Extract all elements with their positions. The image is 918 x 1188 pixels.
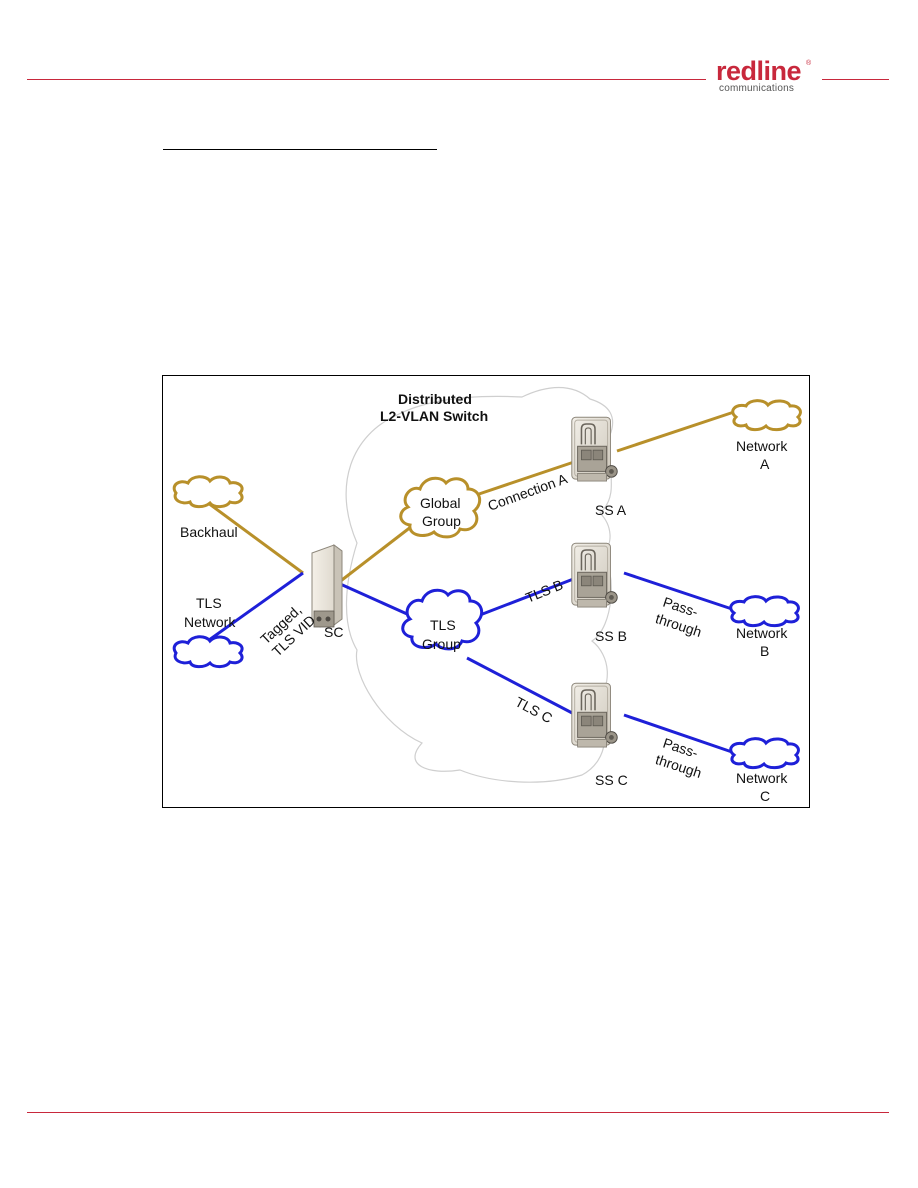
tls-network-label-line1: TLS <box>196 595 222 611</box>
network-c-letter: C <box>760 788 770 804</box>
network-b-label: Network <box>736 625 788 641</box>
ss-c-network-c-line <box>623 713 733 754</box>
tls-group-label-line1: TLS <box>430 617 456 633</box>
network-b-cloud <box>729 595 800 628</box>
network-a-letter: A <box>760 456 770 472</box>
header-rule-right <box>822 79 889 80</box>
logo-subtitle: communications <box>719 83 795 94</box>
tls-c-label: TLS C <box>513 694 556 727</box>
diagram-frame <box>162 375 810 808</box>
ss-c-device <box>571 682 619 748</box>
tls-b-label: TLS B <box>523 576 565 605</box>
ss-c-label: SS C <box>595 772 628 788</box>
ss-a-device <box>571 416 619 482</box>
ss-b-network-b-line <box>623 571 733 611</box>
tls-network-line <box>201 571 304 647</box>
logo-registered-mark: ® <box>806 60 812 67</box>
ss-a-label: SS A <box>595 502 627 518</box>
tls-group-label-line2: Group <box>422 636 461 652</box>
ss-a-network-a-line <box>616 410 735 453</box>
tls-network-label-line2: Network <box>184 614 236 630</box>
sc-device <box>311 544 343 628</box>
network-c-label: Network <box>736 770 788 786</box>
network-diagram: Distributed L2-VLAN Switch Backhaul TLS … <box>172 387 802 804</box>
global-group-label-line1: Global <box>420 495 460 511</box>
tls-b-line <box>479 576 577 617</box>
logo-wordmark: redline <box>716 56 802 86</box>
network-b-letter: B <box>760 643 769 659</box>
backhaul-line <box>203 498 304 575</box>
footer-rule <box>27 1112 889 1113</box>
ss-b-device <box>571 542 619 608</box>
tls-group-cloud <box>401 588 484 651</box>
sc-label: SC <box>324 624 343 640</box>
global-group-cloud <box>399 476 482 539</box>
section-heading-underline <box>163 149 437 150</box>
backhaul-cloud <box>172 475 244 509</box>
tls-c-line <box>466 656 577 717</box>
global-group-label-line2: Group <box>422 513 461 529</box>
network-c-cloud <box>729 737 800 770</box>
network-a-cloud <box>731 399 802 432</box>
header-rule-left <box>27 79 706 80</box>
backhaul-label: Backhaul <box>180 524 238 540</box>
sc-global-line <box>337 521 417 585</box>
diagram-title-line2: L2-VLAN Switch <box>380 408 488 424</box>
sc-tls-line <box>337 581 417 620</box>
redline-logo: redline ® communications <box>716 56 812 96</box>
tls-network-cloud <box>172 635 244 669</box>
distributed-switch-outline <box>345 387 614 783</box>
diagram-title-line1: Distributed <box>398 391 472 407</box>
network-a-label: Network <box>736 438 788 454</box>
connection-a-line <box>475 460 575 497</box>
ss-b-label: SS B <box>595 628 627 644</box>
